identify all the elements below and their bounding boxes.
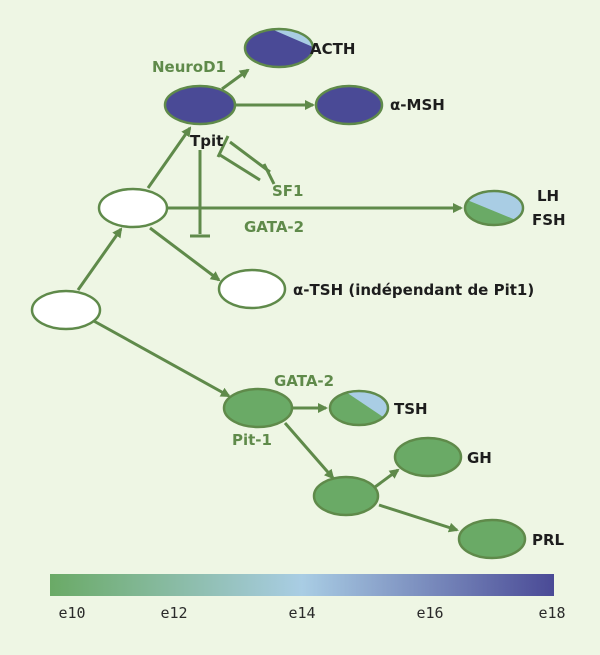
tsh-label: TSH: [394, 400, 428, 418]
sf1-label: SF1: [272, 182, 304, 200]
timeline-tick-label: e18: [538, 604, 565, 622]
arrow-root-to-progenitor: [76, 227, 123, 291]
inhibition-tpit-sf1-a: [229, 140, 271, 174]
gh-label: GH: [467, 449, 492, 467]
tpit-label: Tpit: [190, 132, 223, 150]
inhibition-bar-tpit: [216, 135, 230, 158]
arrow-tpit-to-acth: [221, 68, 250, 91]
cells: [30, 27, 527, 560]
neurod1-label: NeuroD1: [152, 58, 226, 76]
prl-label: PRL: [532, 531, 565, 549]
timeline-tick-label: e12: [160, 604, 187, 622]
timeline: e10 e12 e14 e16 e18: [50, 574, 566, 622]
inhibition-sf1-tpit-b: [219, 153, 261, 182]
root-progenitor-cell: [30, 289, 102, 331]
amsh-label: α-MSH: [390, 96, 445, 114]
timeline-gradient-bar: [50, 574, 554, 596]
acth-label: ACTH: [310, 40, 355, 58]
arrow-progenitor-to-atsh: [149, 226, 221, 282]
gata2-top-label: GATA-2: [244, 218, 304, 236]
pit1-label: Pit-1: [232, 431, 272, 449]
gh-cell: [393, 436, 463, 478]
tsh-cell: [328, 389, 390, 427]
timeline-tick-label: e16: [416, 604, 443, 622]
atsh-cell: [217, 268, 287, 310]
lineage-arrows: [76, 68, 463, 533]
prl-cell: [457, 518, 527, 560]
target-labels: ACTH α-MSH LH FSH α-TSH (indépendant de …: [293, 40, 566, 549]
somatolactotroph-cell: [312, 475, 380, 517]
fsh-label: FSH: [532, 211, 566, 229]
acth-cell: [243, 27, 315, 69]
arrow-pit1-to-branch: [283, 422, 335, 480]
lh-label: LH: [537, 187, 559, 205]
atsh-label: α-TSH (indépendant de Pit1): [293, 281, 534, 299]
inhibition-lines: [190, 135, 276, 238]
arrow-progenitor-to-tpit: [146, 126, 192, 189]
progenitor-cell: [97, 187, 169, 229]
timeline-tick-label: e10: [58, 604, 85, 622]
timeline-tick-label: e14: [288, 604, 315, 622]
tpit-cell: [163, 84, 237, 126]
arrow-branch-to-prl: [378, 503, 459, 533]
factor-labels: NeuroD1 Tpit SF1 GATA-2 GATA-2 Pit-1: [152, 58, 334, 449]
gata2-bottom-label: GATA-2: [274, 372, 334, 390]
inhibition-bar-sf1: [262, 163, 276, 185]
lh-fsh-cell: [463, 189, 525, 227]
arrow-branch-to-gh: [374, 468, 400, 489]
arrow-root-to-pit1: [91, 318, 231, 398]
pit1-cell: [222, 387, 294, 429]
amsh-cell: [314, 84, 384, 126]
timeline-ticks: e10 e12 e14 e16 e18: [58, 604, 565, 622]
